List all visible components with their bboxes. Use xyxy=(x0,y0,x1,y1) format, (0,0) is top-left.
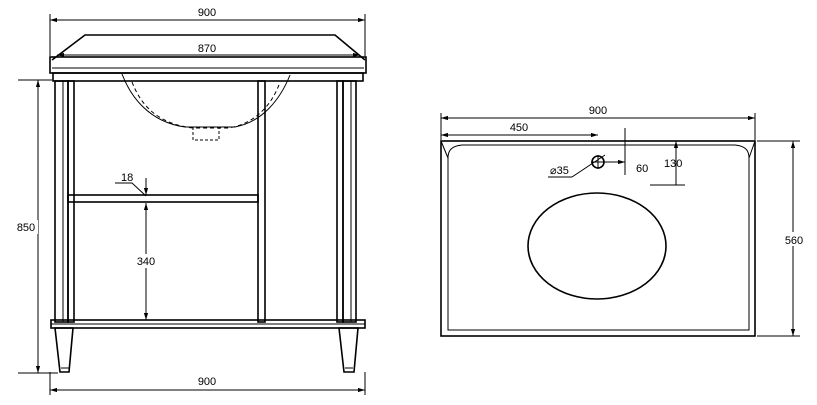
dim-bottom-width: 900 xyxy=(49,372,366,395)
dim-top-width: 900 xyxy=(440,105,756,140)
dim-hole-side-label: 60 xyxy=(636,163,648,175)
dim-hole-diameter-label: ⌀35 xyxy=(550,165,569,177)
dim-depth: 560 xyxy=(757,140,810,337)
top-view: 900 450 ⌀35 xyxy=(440,105,810,337)
dim-height-label: 850 xyxy=(17,222,35,234)
dim-shelf-height-label: 340 xyxy=(137,256,155,268)
shelf xyxy=(67,194,259,203)
front-view: 900 870 xyxy=(14,7,367,395)
left-foot xyxy=(54,327,74,373)
sink-basin xyxy=(121,73,291,141)
dim-top-half-width-label: 450 xyxy=(510,122,528,134)
basin-oval xyxy=(527,192,667,300)
apron xyxy=(52,72,364,82)
base-rail xyxy=(50,319,366,329)
dim-top-width-label: 900 xyxy=(589,105,607,117)
dim-hole-back: 130 xyxy=(650,141,685,186)
countertop-outline xyxy=(440,140,756,337)
dim-overall-width-label: 900 xyxy=(198,7,216,19)
dim-bottom-width-label: 900 xyxy=(198,376,216,388)
dim-hole-side: 60 xyxy=(605,128,648,175)
dim-inner-width: 870 xyxy=(57,43,360,58)
dim-shelf-thickness-label: 18 xyxy=(121,172,133,184)
right-foot xyxy=(338,327,359,373)
faucet-hole xyxy=(591,155,605,169)
dim-hole-diameter: ⌀35 xyxy=(548,154,606,178)
dim-overall-width: 900 xyxy=(49,7,366,56)
dim-inner-width-label: 870 xyxy=(198,43,216,55)
dim-hole-back-label: 130 xyxy=(664,158,682,170)
right-post xyxy=(336,80,357,323)
dim-depth-label: 560 xyxy=(785,235,803,247)
dim-shelf-thickness: 18 xyxy=(115,172,149,197)
dim-height: 850 xyxy=(14,79,58,374)
dim-top-half-width: 450 xyxy=(441,122,598,138)
dim-shelf-height: 340 xyxy=(133,203,159,320)
